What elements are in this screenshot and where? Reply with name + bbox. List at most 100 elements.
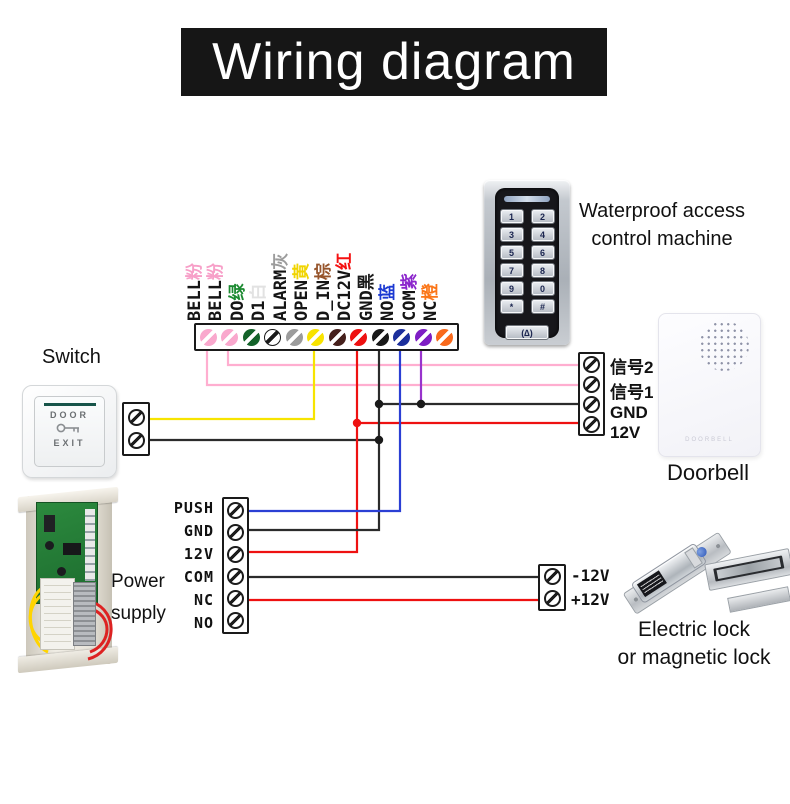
terminal-label: 12V — [183, 545, 214, 564]
lock-terminal-block — [538, 564, 566, 611]
screw-terminal — [227, 590, 244, 608]
terminal-dot — [242, 328, 260, 346]
psu-transformer — [40, 578, 96, 650]
keypad-key: 9 — [499, 281, 524, 296]
screw-terminal — [227, 501, 244, 519]
terminal-label: GND — [610, 403, 648, 422]
page-title: Wiring diagram — [212, 33, 576, 91]
wire-no-to-push — [245, 345, 402, 513]
doorbell-terminal-block — [578, 352, 605, 436]
lock-caption: Electric lock or magnetic lock — [617, 618, 771, 669]
wire-dc12v-to-psu-12v — [245, 345, 359, 554]
screw-terminal — [583, 395, 600, 413]
screw-terminal — [543, 568, 561, 586]
switch-exit-text: EXIT — [53, 438, 86, 448]
terminal-strip-label: BELL粉 — [185, 263, 205, 321]
terminal-label: COM — [183, 567, 214, 586]
screw-terminal — [583, 375, 600, 393]
keypad-key: 4 — [530, 227, 555, 242]
screw-terminal — [227, 568, 244, 586]
wire-junction — [374, 435, 384, 445]
key-icon — [56, 423, 79, 433]
terminal-label: PUSH — [173, 499, 214, 518]
terminal-dot — [435, 328, 453, 346]
keypad-key: 6 — [530, 245, 555, 260]
keypad-key: 1 — [499, 209, 524, 224]
terminal-dot — [264, 328, 282, 346]
terminal-strip-label: OPEN黄 — [292, 263, 313, 321]
terminal-strip-label: D1白 — [249, 283, 270, 321]
terminal-strip-label: DO绿 — [227, 283, 248, 321]
wire-junction — [374, 399, 384, 409]
keypad-key: 0 — [530, 281, 555, 296]
keypad-key: 2 — [530, 209, 555, 224]
keypad-key: 3 — [499, 227, 524, 242]
screw-terminal — [583, 415, 600, 433]
terminal-dot — [414, 328, 432, 346]
terminal-dot — [200, 328, 217, 346]
keypad-key: 5 — [499, 245, 524, 260]
doorbell-brand-text: DOORBELL — [685, 437, 734, 443]
keypad-key: 8 — [530, 263, 555, 278]
terminal-label: NO — [193, 613, 214, 632]
terminal-strip-label: ALARM灰 — [270, 252, 291, 321]
switch-terminal-block — [122, 402, 150, 456]
terminal-label: -12V — [571, 566, 610, 586]
power-terminal-block — [222, 497, 249, 634]
doorbell-caption: Doorbell — [667, 460, 749, 485]
wire-bell1-to-signal1 — [205, 345, 585, 387]
wire-gnd-to-psu-gnd — [245, 345, 381, 532]
terminal-label: 信号1 — [610, 383, 654, 402]
wire-junction — [352, 418, 362, 428]
terminal-label: NC — [193, 590, 214, 609]
terminal-dot — [350, 328, 368, 346]
speaker-grille — [699, 321, 749, 371]
terminal-dot — [371, 328, 389, 346]
exit-switch-photo: DOOR EXIT — [22, 385, 117, 478]
terminal-dot — [328, 328, 346, 346]
terminal-dot — [285, 328, 303, 346]
terminal-dot — [393, 328, 411, 346]
power-terminal-labels: PUSH GND 12V COM NC NO — [150, 497, 214, 634]
terminal-strip-label: NO蓝 — [378, 283, 399, 321]
screw-terminal — [583, 355, 600, 373]
wire-open-to-switch — [145, 345, 316, 421]
screw-terminal — [227, 523, 244, 541]
terminal-dot — [307, 328, 325, 346]
terminal-dot — [221, 328, 239, 346]
terminal-strip-label: NC橙 — [420, 283, 441, 321]
doorbell-photo: DOORBELL — [658, 313, 761, 457]
wire-junction — [416, 399, 426, 409]
terminal-strip-label: D_IN棕 — [313, 263, 334, 321]
terminal-label: 信号2 — [610, 358, 654, 377]
terminal-strip-label: DC12V红 — [335, 252, 356, 321]
magnetic-lock-photo — [704, 548, 790, 620]
switch-door-text: DOOR — [50, 410, 89, 420]
lock-terminal-labels: -12V +12V — [571, 564, 610, 611]
terminal-label: GND — [183, 522, 214, 541]
terminal-strip-label: BELL粉 — [206, 263, 227, 321]
power-supply-caption: Power supply — [111, 571, 166, 624]
keypad-key: * — [499, 299, 524, 314]
screw-terminal — [127, 409, 145, 427]
terminal-label: +12V — [571, 589, 610, 609]
keypad-key: 7 — [499, 263, 524, 278]
screw-terminal — [543, 589, 561, 607]
title-banner: Wiring diagram — [181, 28, 607, 96]
keypad-key: # — [530, 299, 555, 314]
keypad-bell-key: (∆) — [505, 325, 549, 340]
screw-terminal — [227, 545, 244, 563]
screw-terminal — [227, 612, 244, 630]
screw-terminal — [127, 431, 145, 449]
switch-caption: Switch — [42, 346, 101, 368]
keypad-caption: Waterproof access control machine — [579, 200, 745, 250]
controller-terminal-strip — [194, 323, 459, 351]
wire-bell2-to-signal2 — [226, 345, 585, 367]
keypad-led-window — [504, 196, 550, 202]
